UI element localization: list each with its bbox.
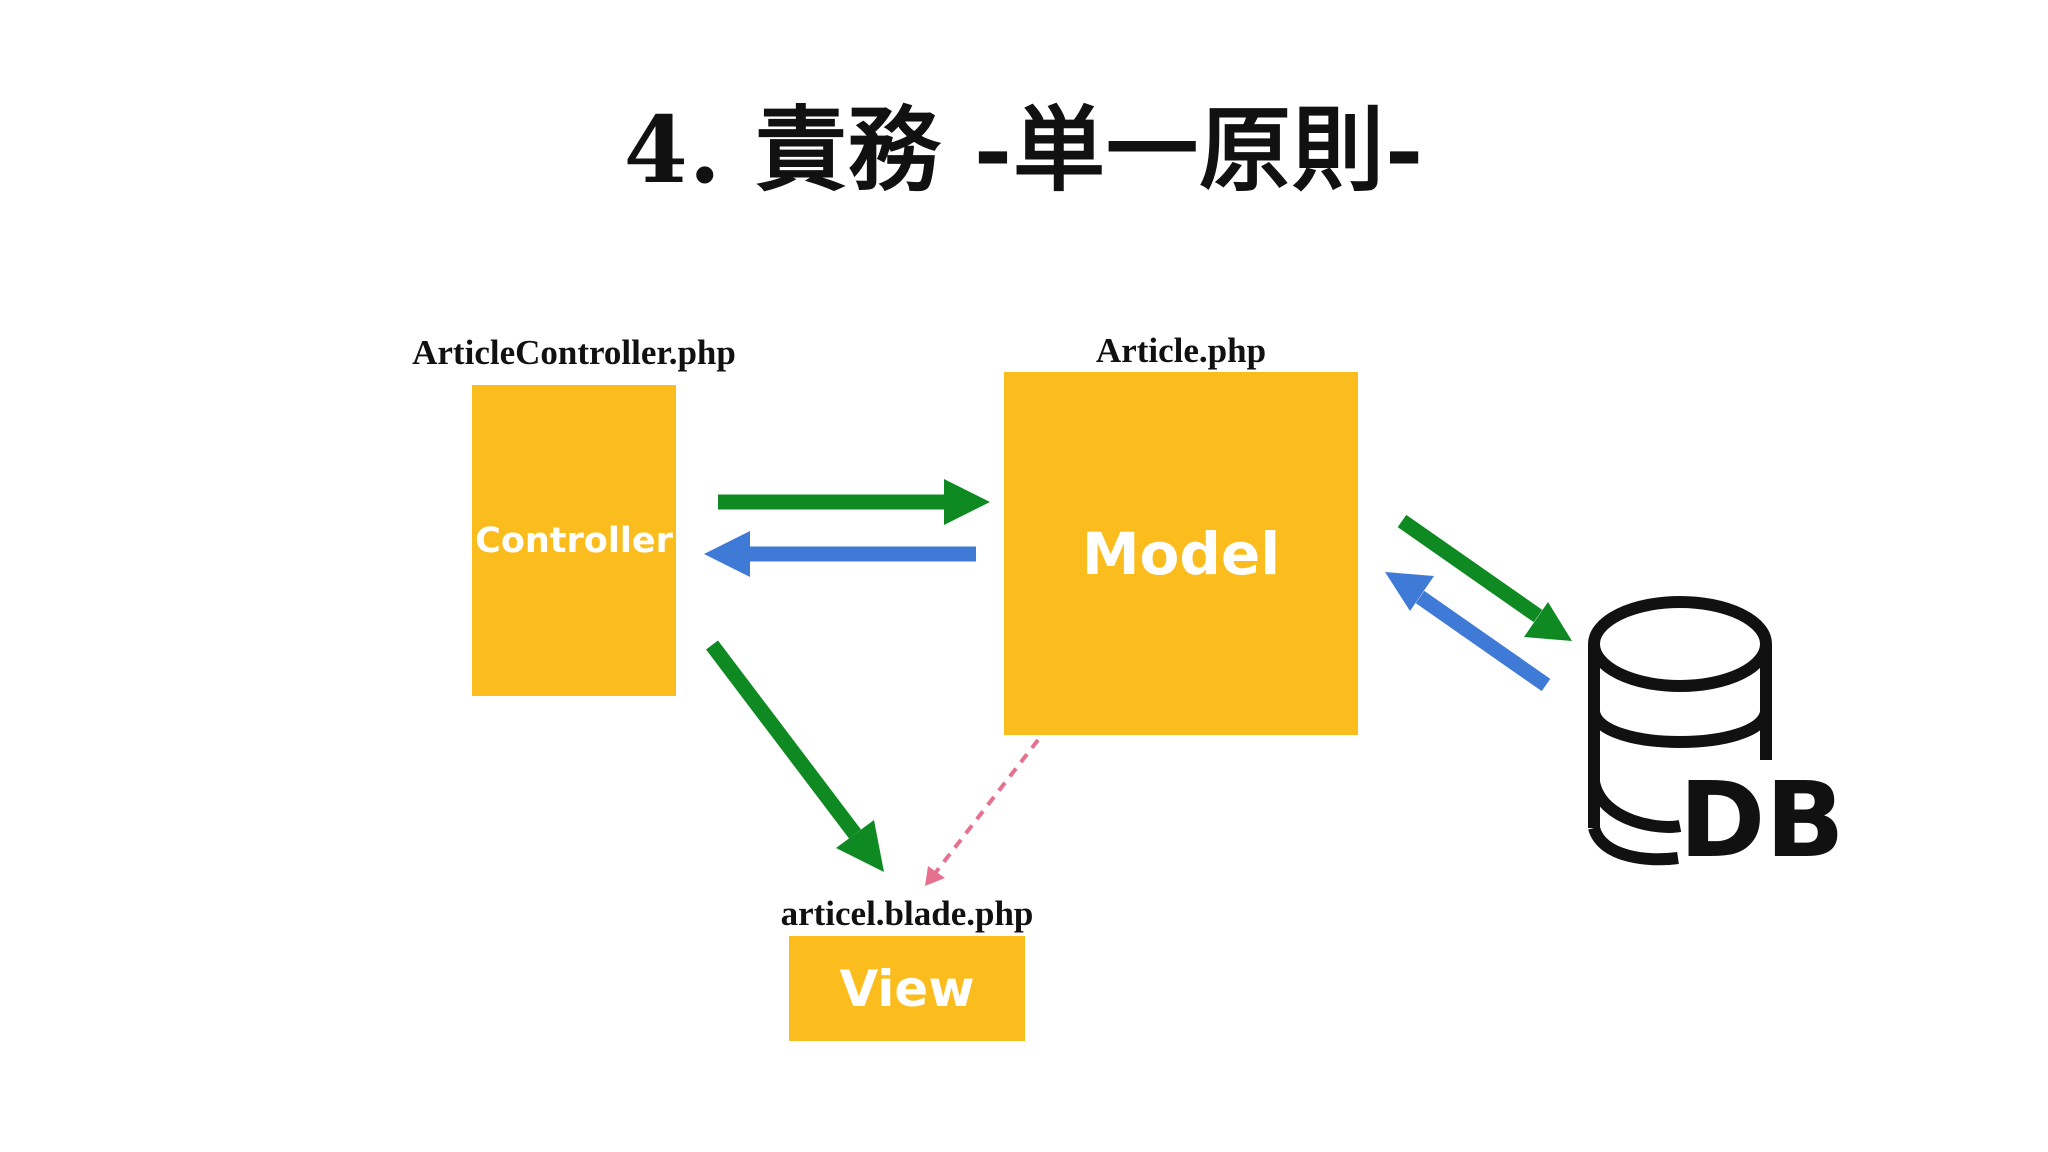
model-file-label: Article.php [1095, 331, 1267, 370]
database-icon [1588, 596, 1772, 866]
model-label: Model [1081, 519, 1281, 588]
controller-file-label: ArticleController.php [412, 333, 736, 372]
view-label: View [839, 959, 975, 1018]
model-box: Model [1004, 372, 1358, 735]
model-to-view-reference-arrow [925, 738, 1040, 886]
controller-label: Controller [475, 520, 673, 561]
db-to-model-arrow [1385, 572, 1551, 692]
slide-title: 4. 責務 -単一原則- [623, 96, 1425, 204]
model-to-controller-arrow [704, 531, 976, 577]
view-box: View [789, 936, 1025, 1041]
controller-to-model-arrow [718, 479, 990, 525]
controller-to-view-arrow [706, 640, 884, 872]
view-file-label: articel.blade.php [780, 894, 1034, 933]
controller-box: Controller [472, 385, 676, 696]
model-to-db-arrow [1397, 514, 1572, 641]
db-label: DB [1679, 759, 1845, 881]
